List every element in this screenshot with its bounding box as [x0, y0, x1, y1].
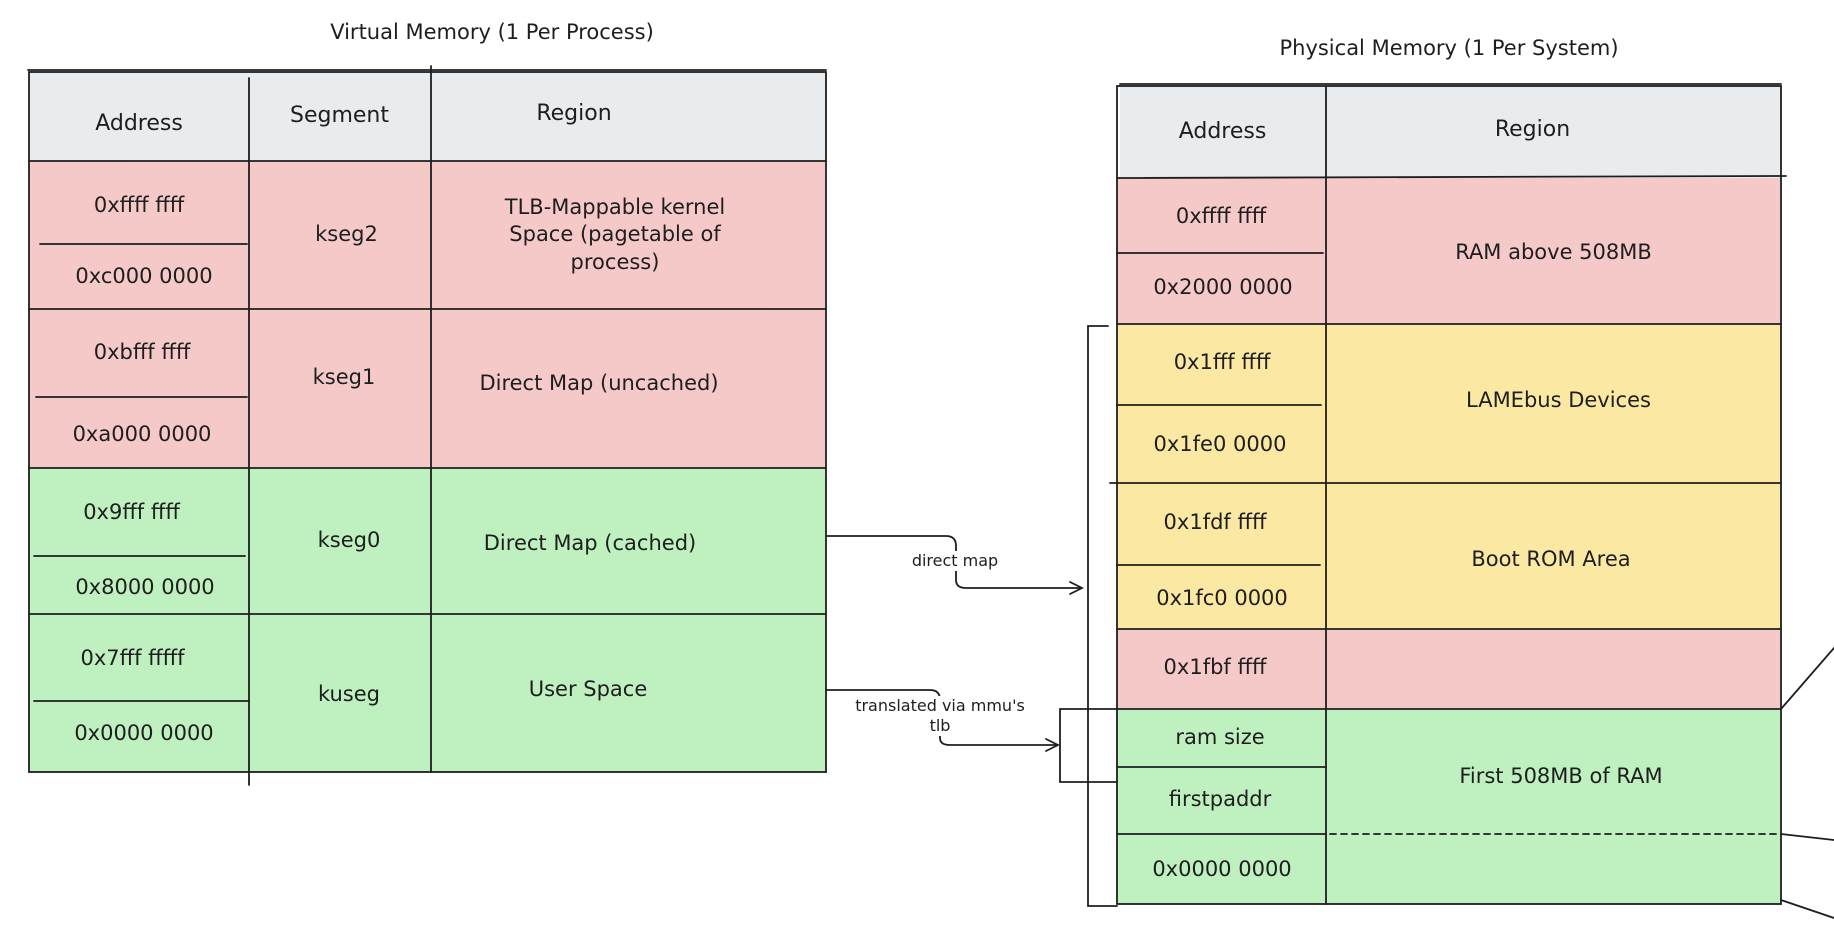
direct-map-arrowhead	[1069, 581, 1085, 595]
physical-first508-addr-bottom: 0x0000 0000	[1152, 857, 1292, 882]
ramsize-bracket	[1059, 708, 1118, 783]
virtual-header-segment: Segment	[290, 103, 389, 129]
physical-ram-above-addr-bottom: 0x2000 0000	[1153, 275, 1293, 300]
physical-lamebus-addr-top: 0x1fff ffff	[1173, 350, 1271, 375]
virtual-kseg1-segment: kseg1	[312, 365, 376, 390]
physical-bootrom-addr-top: 0x1fdf ffff	[1163, 510, 1267, 535]
virtual-kseg0-segment: kseg0	[317, 528, 381, 553]
physical-range-bracket	[1087, 325, 1118, 907]
virtual-table-border	[28, 71, 827, 773]
virtual-header-region: Region	[536, 101, 612, 127]
physical-bootrom-addr-bottom: 0x1fc0 0000	[1156, 586, 1288, 611]
physical-header-row-bg	[1120, 86, 1781, 178]
virtual-kseg2-segment: kseg2	[315, 222, 378, 247]
virtual-kseg1-addr-bottom: 0xa000 0000	[72, 422, 212, 447]
virtual-kseg2-addr-bottom: 0xc000 0000	[75, 264, 213, 289]
virtual-row-kseg1-bg	[29, 309, 825, 468]
virtual-kuseg-addr-top: 0x7fff fffff	[80, 646, 185, 671]
virtual-row-kseg0-bg	[29, 468, 825, 614]
physical-ram-size-label: ram size	[1175, 725, 1265, 750]
exit-line-1	[1780, 647, 1834, 710]
translated-arrowhead	[1045, 738, 1061, 752]
virtual-header-address: Address	[95, 111, 183, 137]
virtual-kuseg-segment: kuseg	[317, 682, 380, 707]
physical-row-first508-bg	[1117, 709, 1780, 904]
physical-row-lamebus-bg	[1117, 324, 1781, 483]
virtual-kseg0-region: Direct Map (cached)	[483, 531, 697, 556]
direct-map-label: direct map	[900, 551, 1010, 571]
physical-lamebus-addr-bottom: 0x1fe0 0000	[1153, 432, 1287, 457]
physical-lamebus-region: LAMEbus Devices	[1466, 388, 1651, 413]
exit-line-3	[1780, 899, 1834, 919]
physical-row-1fbf-bg	[1117, 629, 1780, 709]
virtual-kuseg-region: User Space	[528, 677, 648, 702]
physical-memory-title: Physical Memory (1 Per System)	[1279, 36, 1619, 60]
physical-1fbf-addr: 0x1fbf ffff	[1163, 655, 1267, 680]
physical-header-address: Address	[1178, 118, 1267, 144]
translated-label: translated via mmu's tlb	[850, 696, 1030, 736]
virtual-kseg0-addr-top: 0x9fff ffff	[83, 500, 180, 525]
virtual-row-kuseg-bg	[29, 614, 826, 772]
physical-table-border	[1116, 85, 1782, 905]
virtual-kuseg-addr-bottom: 0x0000 0000	[74, 721, 214, 746]
physical-bootrom-region: Boot ROM Area	[1471, 547, 1631, 572]
physical-first508-region: First 508MB of RAM	[1459, 764, 1663, 789]
physical-header-region: Region	[1494, 116, 1571, 142]
physical-row-ram-above-bg	[1117, 178, 1780, 324]
physical-header-bottom-line	[1116, 175, 1787, 179]
physical-ram-above-addr-top: 0xffff ffff	[1175, 204, 1267, 229]
virtual-kseg0-addr-bottom: 0x8000 0000	[75, 575, 215, 600]
physical-firstpaddr-label: firstpaddr	[1168, 787, 1272, 812]
virtual-row-kseg2-bg	[29, 161, 825, 309]
virtual-kseg1-addr-top: 0xbfff ffff	[93, 340, 191, 365]
physical-row-bootrom-bg	[1117, 483, 1781, 629]
virtual-header-row-bg	[29, 72, 826, 161]
virtual-kseg2-region: TLB-Mappable kernel Space (pagetable of …	[504, 195, 726, 274]
exit-line-2	[1780, 833, 1834, 841]
virtual-kseg1-region: Direct Map (uncached)	[479, 371, 719, 396]
physical-ram-above-region: RAM above 508MB	[1455, 240, 1652, 265]
virtual-memory-title: Virtual Memory (1 Per Process)	[330, 20, 654, 44]
virtual-kseg2-addr-top: 0xffff ffff	[93, 193, 185, 218]
